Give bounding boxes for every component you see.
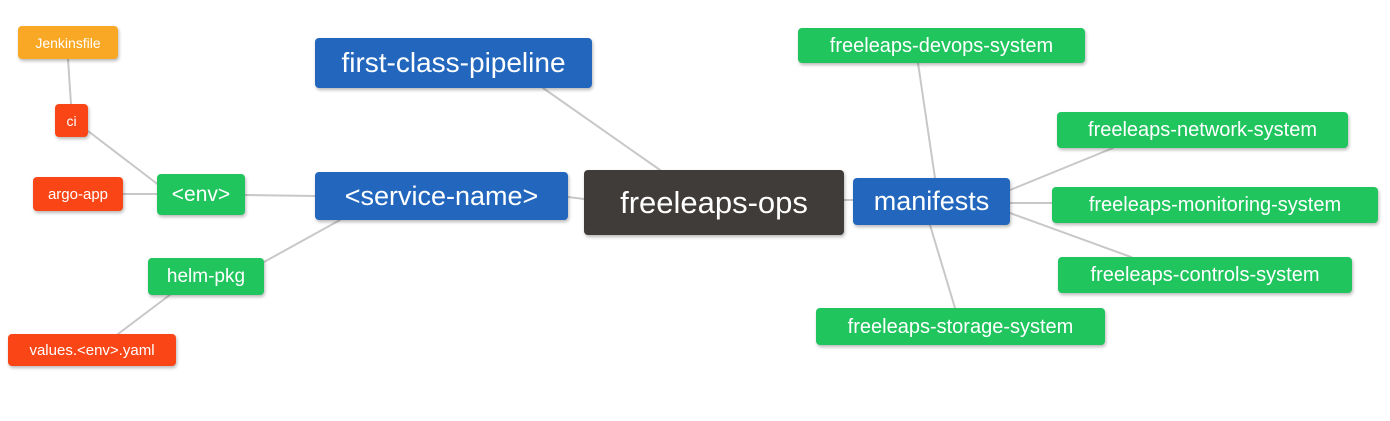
node-freeleaps-ops[interactable]: freeleaps-ops: [584, 170, 844, 235]
node-first-class-pipeline[interactable]: first-class-pipeline: [315, 38, 592, 88]
node-label-helm-pkg: helm-pkg: [166, 266, 246, 287]
node-values-env-yaml[interactable]: values.<env>.yaml: [8, 334, 176, 366]
node-label-jenkinsfile: Jenkinsfile: [35, 34, 101, 51]
edge-service-name-to-freeleaps-ops: [567, 196, 585, 200]
node-label-freeleaps-monitoring-system: freeleaps-monitoring-system: [1088, 194, 1342, 216]
node-label-freeleaps-ops: freeleaps-ops: [620, 185, 808, 220]
node-freeleaps-storage-system[interactable]: freeleaps-storage-system: [816, 308, 1105, 345]
node-label-freeleaps-controls-system: freeleaps-controls-system: [1090, 264, 1320, 286]
edge-first-class-pipeline-to-freeleaps-ops: [542, 87, 661, 171]
node-freeleaps-devops-system[interactable]: freeleaps-devops-system: [798, 28, 1085, 63]
edge-manifests-to-freeleaps-devops-system: [917, 62, 936, 179]
node-freeleaps-network-system[interactable]: freeleaps-network-system: [1057, 112, 1348, 148]
node-label-argo-app: argo-app: [47, 185, 109, 203]
node-argo-app[interactable]: argo-app: [33, 177, 123, 211]
node-label-service-name: <service-name>: [344, 180, 539, 211]
node-label-freeleaps-storage-system: freeleaps-storage-system: [847, 315, 1074, 338]
node-label-first-class-pipeline: first-class-pipeline: [341, 47, 566, 78]
node-label-values-env-yaml: values.<env>.yaml: [29, 341, 155, 359]
node-jenkinsfile[interactable]: Jenkinsfile: [18, 26, 118, 59]
node-manifests[interactable]: manifests: [853, 178, 1010, 225]
node-env[interactable]: <env>: [157, 174, 245, 215]
node-label-ci: ci: [66, 112, 77, 129]
node-label-freeleaps-devops-system: freeleaps-devops-system: [829, 34, 1054, 57]
node-label-manifests: manifests: [873, 186, 990, 216]
node-freeleaps-monitoring-system[interactable]: freeleaps-monitoring-system: [1052, 187, 1378, 223]
node-freeleaps-controls-system[interactable]: freeleaps-controls-system: [1058, 257, 1352, 293]
node-label-freeleaps-network-system: freeleaps-network-system: [1088, 119, 1317, 141]
edge-manifests-to-freeleaps-network-system: [1009, 147, 1114, 191]
edge-service-name-to-helm-pkg: [263, 219, 341, 263]
node-helm-pkg[interactable]: helm-pkg: [148, 258, 264, 295]
node-label-env: <env>: [171, 183, 231, 206]
edge-manifests-to-freeleaps-storage-system: [929, 224, 956, 309]
edge-helm-pkg-to-values-env-yaml: [117, 290, 176, 335]
node-service-name[interactable]: <service-name>: [315, 172, 568, 220]
edge-env-to-service-name: [244, 194, 316, 197]
edge-jenkinsfile-to-ci: [67, 58, 72, 105]
node-ci[interactable]: ci: [55, 104, 88, 137]
